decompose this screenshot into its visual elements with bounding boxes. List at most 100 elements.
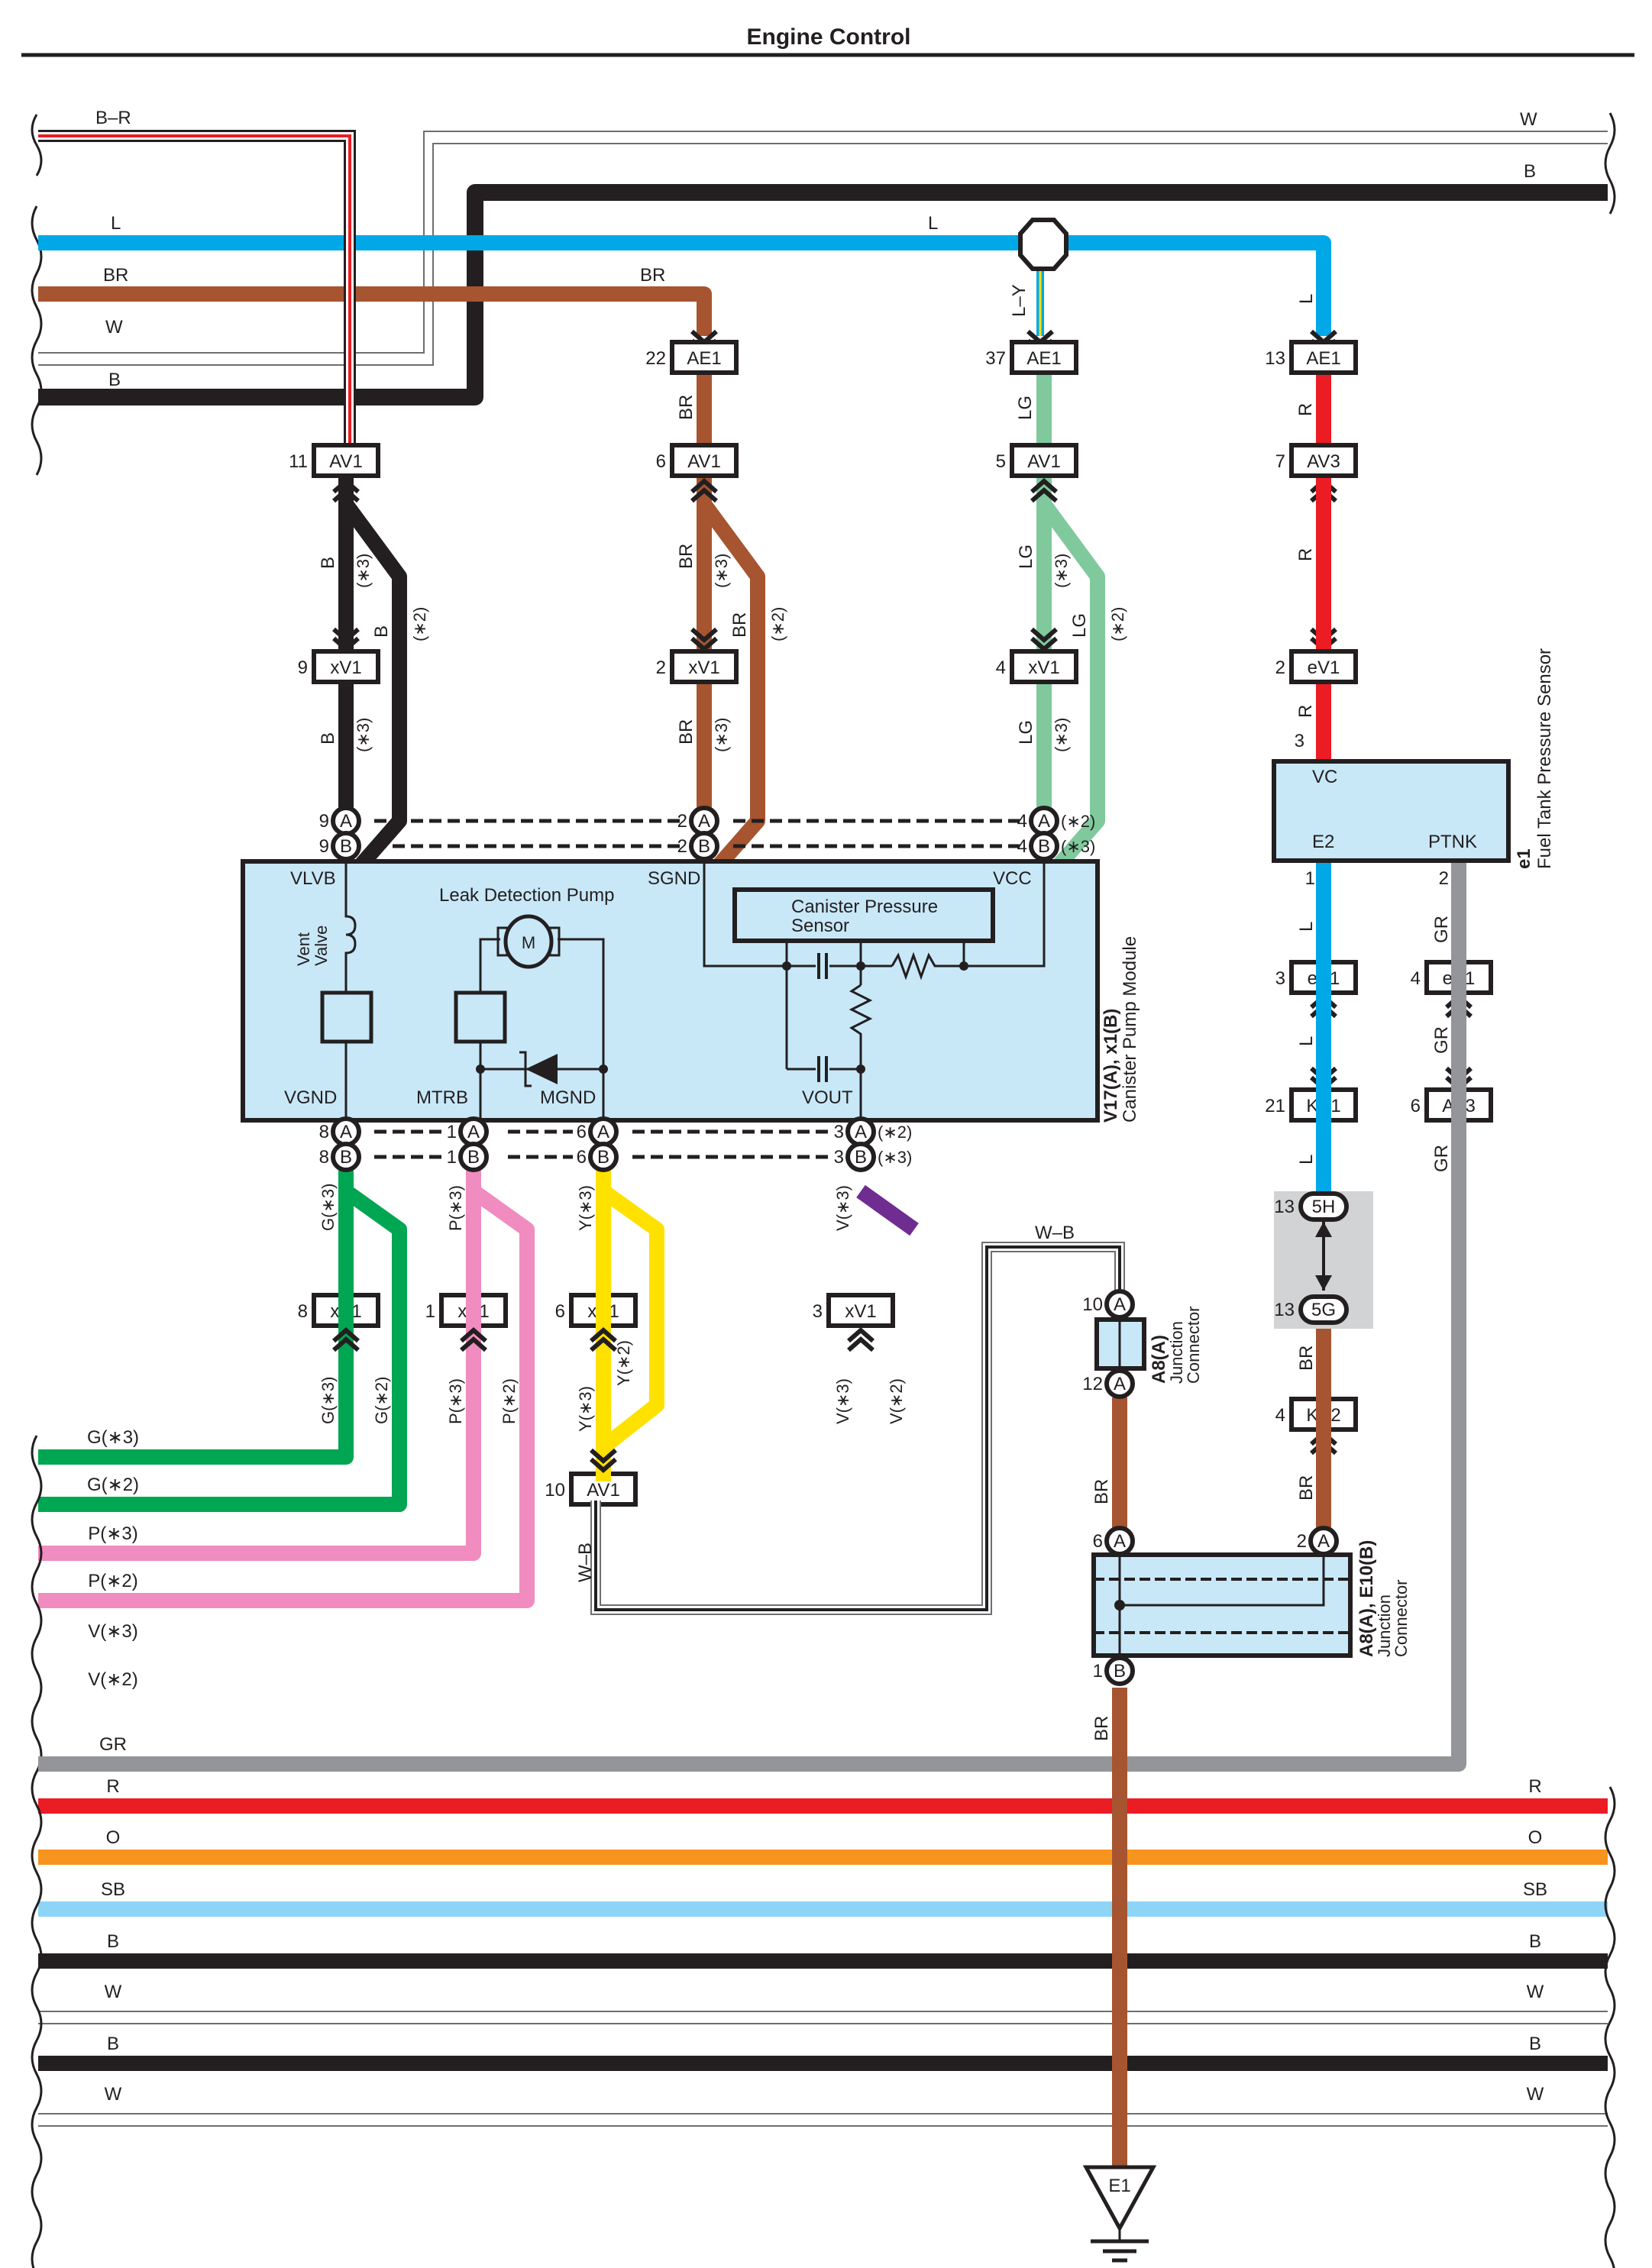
wire-label: GR	[1431, 1145, 1452, 1172]
wire-label-b-r: B–R	[95, 108, 131, 128]
connector-name: AE1	[687, 348, 721, 369]
junction-label: Junction	[1375, 1594, 1394, 1657]
wire-label: L	[1296, 922, 1317, 932]
connector-box	[670, 340, 739, 375]
ptnk-chain: GR GR GR	[38, 863, 1466, 1772]
vent-valve-label: Vent	[294, 932, 313, 966]
pin-number: 13	[1274, 1300, 1295, 1320]
wire-label: P(∗3)	[446, 1378, 465, 1424]
resistor-icon	[849, 984, 873, 1120]
connector-pin-circle	[1029, 831, 1059, 861]
pin-label-e2: E2	[1312, 832, 1334, 852]
splice-octagon	[1018, 218, 1068, 271]
wire-label: L	[1296, 1036, 1317, 1046]
pin-number: 9	[319, 836, 329, 857]
connector-letter: A	[1317, 1531, 1330, 1552]
variant-note: (∗3)	[1061, 837, 1095, 856]
wire-label: LG	[1016, 720, 1036, 745]
pin-number: 37	[985, 348, 1006, 369]
connector-letter: A	[1038, 811, 1050, 832]
vent-valve-label: Valve	[312, 926, 331, 966]
pin-number: 1	[447, 1147, 457, 1168]
pin-number: 3	[834, 1147, 844, 1168]
wire-br	[38, 286, 712, 336]
wire-label: BR	[1091, 1479, 1112, 1504]
connector-name: AV3	[1307, 451, 1340, 472]
connector-letter: A	[597, 1122, 609, 1142]
pin-number: 8	[319, 1122, 329, 1142]
junction-a8-e10: A8(A), E10(B) Junction Connector BR	[1091, 1540, 1411, 2169]
connector-pin-circle	[1104, 1368, 1135, 1399]
connector-pin-circle	[1104, 1289, 1135, 1320]
pin-number: 1	[1093, 1661, 1103, 1682]
wire-label-w-right: W	[1520, 109, 1537, 130]
wire-label: BR	[729, 612, 750, 638]
pin-number: 12	[1082, 1374, 1103, 1394]
connector-letter: B	[855, 1147, 867, 1168]
wire-label: Y(∗2)	[614, 1340, 633, 1386]
connector-pin-circle	[845, 1142, 876, 1172]
break-mark	[31, 114, 43, 176]
pin-label-mtrb: MTRB	[416, 1087, 468, 1108]
chevron-up-icon	[590, 1327, 617, 1343]
wire-label: SB	[101, 1879, 125, 1900]
wire-label: P(∗3)	[88, 1523, 137, 1544]
pin-number: 4	[996, 657, 1006, 678]
wire-branch-3	[38, 1168, 481, 1561]
wire-label: V(∗2)	[887, 1378, 906, 1424]
wire-label: (∗3)	[712, 718, 731, 752]
chevron-up-icon	[460, 1327, 487, 1343]
junction-a8: W–B W–B BR A8(A) Junction Connector	[575, 1223, 1203, 1615]
canister-pump-module	[241, 859, 1100, 1123]
chevron-down-icon	[590, 1448, 617, 1464]
ground-triangle-icon	[1082, 2165, 1157, 2233]
wire-label: R	[1295, 403, 1316, 416]
pin-number: 6	[1411, 1096, 1421, 1116]
wire-label-w-b: W–B	[575, 1543, 596, 1582]
connector-pin-circle	[588, 1142, 619, 1172]
pin-number: 1	[447, 1122, 457, 1142]
wire-label: B	[107, 2034, 119, 2054]
chevron-down-icon	[1030, 627, 1058, 643]
wire-label: W	[105, 1982, 122, 2002]
pin-number: 7	[1275, 451, 1285, 472]
wire-label: (∗3)	[354, 718, 373, 752]
pin-number: 2	[1275, 657, 1285, 678]
connector-box	[670, 649, 739, 684]
chevron-up-icon	[847, 1327, 874, 1343]
wire-label: SB	[1523, 1879, 1547, 1900]
wire-label: L	[1296, 1155, 1317, 1165]
wire-label-br: BR	[103, 265, 128, 286]
wire-label-l-right: L	[1296, 294, 1317, 304]
connector-name: eV1	[1308, 657, 1340, 678]
connector-box	[312, 649, 380, 684]
pin-number: 11	[289, 451, 308, 472]
top-left-bus: B–R L L BR BR W B	[31, 108, 1608, 476]
wire-label: LG	[1016, 544, 1036, 569]
junction-label: Junction	[1167, 1321, 1186, 1384]
chevron-up-icon	[332, 487, 360, 503]
pin-number: 3	[1295, 731, 1304, 751]
break-mark	[1604, 1786, 1616, 2268]
wire-gr	[38, 863, 1466, 1772]
connector-letter: A	[340, 811, 352, 832]
connector-letter: B	[698, 836, 710, 857]
pump-label: Leak Detection Pump	[439, 885, 614, 906]
wire-label: (∗3)	[1052, 718, 1071, 752]
pin-number: 9	[319, 811, 329, 832]
wire-label: V(∗3)	[833, 1378, 852, 1424]
wire-label-b-right: B	[1524, 161, 1536, 182]
connector-letter: B	[340, 836, 352, 857]
wire-label-l-y: L–Y	[1009, 284, 1030, 317]
connector-ka2: KA24	[1275, 1397, 1358, 1432]
pin-number: 8	[319, 1147, 329, 1168]
pin-number: 2	[677, 811, 687, 832]
wire-label: BR	[676, 395, 697, 420]
pin-number: 13	[1265, 348, 1285, 369]
module-name: Canister Pump Module	[1120, 936, 1140, 1123]
module-top-pins	[374, 819, 1020, 848]
